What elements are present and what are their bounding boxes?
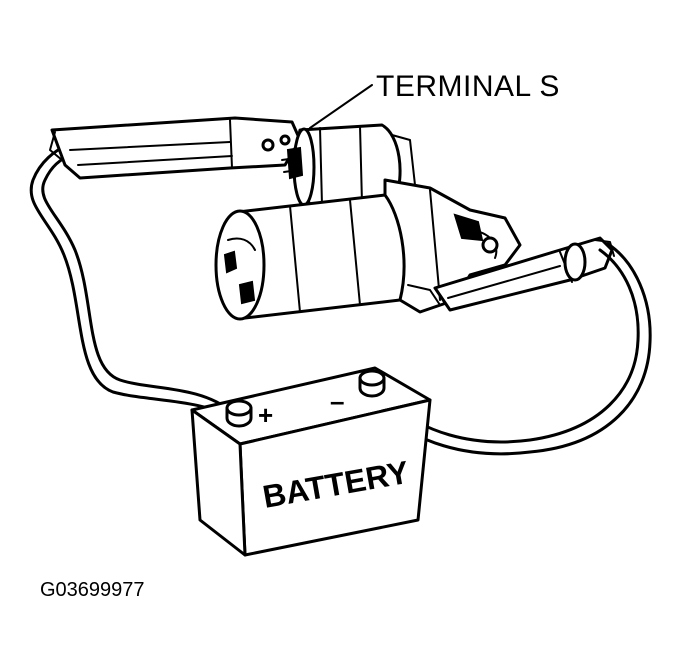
positive-cable — [29, 143, 238, 422]
left-jumper-clamp — [49, 116, 302, 180]
drive-housing — [383, 178, 522, 314]
positive-sign: + — [258, 400, 273, 430]
figure-id: G03699977 — [40, 579, 145, 601]
starter-motor-body — [214, 193, 409, 321]
terminal-callout: TERMINAL S — [309, 70, 560, 129]
battery: + – BATTERY — [190, 366, 432, 557]
terminal-s-label: TERMINAL S — [376, 70, 560, 103]
negative-sign: – — [330, 386, 344, 416]
right-jumper-clamp — [433, 236, 615, 312]
